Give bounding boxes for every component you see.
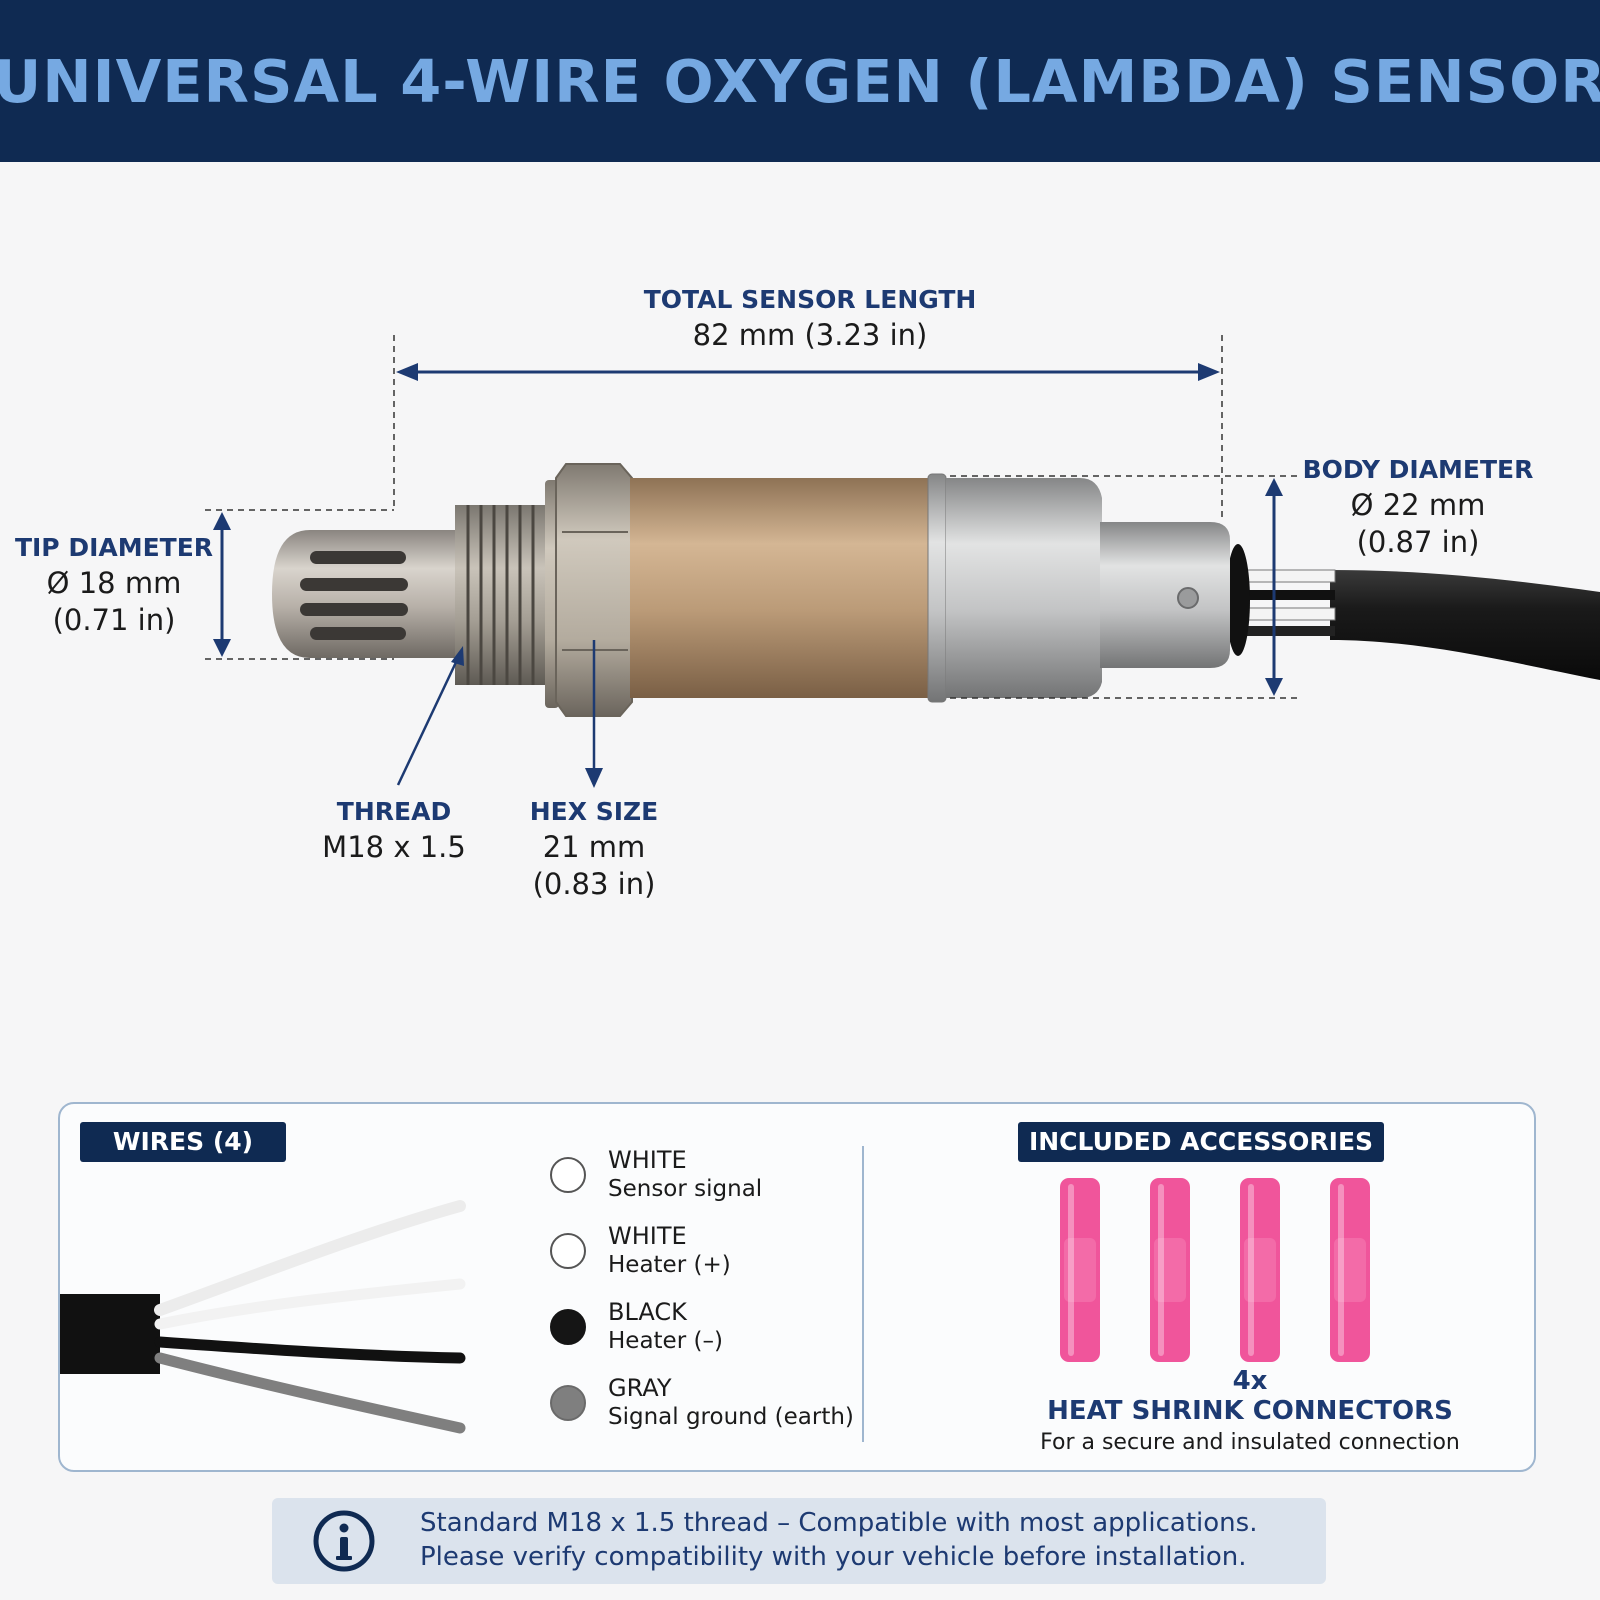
thread-pointer bbox=[396, 657, 460, 786]
wire-row-gray: GRAY Signal ground (earth) bbox=[550, 1374, 854, 1432]
total-length-label: TOTAL SENSOR LENGTH 82 mm (3.23 in) bbox=[600, 284, 1020, 354]
body-diameter-inches: (0.87 in) bbox=[1356, 525, 1480, 560]
wire-color-name: WHITE bbox=[608, 1146, 687, 1174]
total-length-caption: TOTAL SENSOR LENGTH bbox=[643, 285, 977, 314]
thread-label: THREAD M18 x 1.5 bbox=[314, 796, 474, 866]
wire-color-name: GRAY bbox=[608, 1374, 672, 1402]
hex-size-label: HEX SIZE 21 mm (0.83 in) bbox=[514, 796, 674, 904]
accessory-name: HEAT SHRINK CONNECTORS bbox=[1047, 1396, 1453, 1426]
notice-line-1: Standard M18 x 1.5 thread – Compatible w… bbox=[420, 1508, 1258, 1538]
hex-size-inches: (0.83 in) bbox=[532, 867, 656, 902]
heat-shrink-connectors-illustration bbox=[1060, 1178, 1370, 1362]
exposed-wire-dark bbox=[1235, 626, 1335, 636]
thread-value: M18 x 1.5 bbox=[322, 829, 466, 864]
wire-function: Signal ground (earth) bbox=[608, 1404, 854, 1430]
wire-row-white-signal: WHITE Sensor signal bbox=[550, 1146, 762, 1204]
hex-size-value: 21 mm bbox=[542, 829, 646, 864]
info-panel: WIRES (4) WHITE Sensor signal WHITE Heat… bbox=[58, 1102, 1536, 1472]
wire-swatch bbox=[550, 1233, 586, 1269]
sensor-shell bbox=[946, 478, 1102, 698]
wire-function: Sensor signal bbox=[608, 1176, 763, 1202]
wire-swatch bbox=[550, 1157, 586, 1193]
connector-icon bbox=[1060, 1178, 1100, 1362]
wire-row-white-heater: WHITE Heater (+) bbox=[550, 1222, 731, 1280]
body-diameter-label: BODY DIAMETER Ø 22 mm (0.87 in) bbox=[1300, 454, 1536, 562]
sensor-illustration bbox=[205, 335, 1600, 788]
thread-caption: THREAD bbox=[336, 797, 452, 826]
accessory-count: 4x bbox=[1232, 1366, 1268, 1396]
wire-white-2 bbox=[154, 1278, 466, 1330]
sensor-cable bbox=[1330, 570, 1600, 680]
accessories-heading: INCLUDED ACCESSORIES bbox=[1018, 1122, 1384, 1162]
tip-slot bbox=[310, 551, 406, 564]
grommet bbox=[1226, 544, 1250, 656]
wire-color-name: BLACK bbox=[608, 1298, 687, 1326]
wire-white-1 bbox=[154, 1200, 466, 1316]
exposed-wire-white bbox=[1234, 569, 1336, 583]
body-collar bbox=[927, 473, 947, 703]
tip-diameter-value: Ø 18 mm bbox=[46, 565, 182, 600]
tip-diameter-caption: TIP DIAMETER bbox=[14, 533, 214, 562]
wire-row-black: BLACK Heater (–) bbox=[550, 1298, 723, 1356]
info-icon bbox=[313, 1510, 375, 1572]
sensor-thread bbox=[455, 505, 555, 685]
wire-function: Heater (+) bbox=[608, 1252, 731, 1278]
wire-bundle-sheath bbox=[60, 1294, 160, 1374]
compatibility-notice: Standard M18 x 1.5 thread – Compatible w… bbox=[272, 1498, 1326, 1584]
wires-illustration bbox=[60, 1200, 466, 1434]
tip-slot bbox=[310, 627, 406, 640]
wire-black bbox=[154, 1336, 466, 1364]
accessory-description: For a secure and insulated connection bbox=[1040, 1430, 1460, 1455]
sensor-body bbox=[630, 478, 932, 698]
wires-heading: WIRES (4) bbox=[80, 1122, 286, 1162]
thread-ridges bbox=[466, 505, 535, 685]
connector-icon bbox=[1330, 1178, 1370, 1362]
wire-swatch bbox=[550, 1385, 586, 1421]
sensor-diagram bbox=[0, 162, 1600, 1062]
hex-size-caption: HEX SIZE bbox=[529, 797, 659, 826]
exposed-wire-white-2 bbox=[1234, 607, 1336, 621]
tip-diameter-label: TIP DIAMETER Ø 18 mm (0.71 in) bbox=[14, 532, 214, 640]
notice-line-2: Please verify compatibility with your ve… bbox=[420, 1542, 1247, 1572]
tip-slot bbox=[300, 578, 408, 591]
exposed-wire-black bbox=[1235, 590, 1335, 600]
panel-divider bbox=[862, 1146, 864, 1442]
header-banner: UNIVERSAL 4-WIRE OXYGEN (LAMBDA) SENSOR bbox=[0, 0, 1600, 162]
connector-icon bbox=[1240, 1178, 1280, 1362]
page-title: UNIVERSAL 4-WIRE OXYGEN (LAMBDA) SENSOR bbox=[0, 46, 1600, 116]
sensor-hex bbox=[555, 463, 633, 717]
total-length-value: 82 mm (3.23 in) bbox=[692, 317, 928, 352]
wire-swatch bbox=[550, 1309, 586, 1345]
body-diameter-value: Ø 22 mm bbox=[1350, 487, 1486, 522]
wire-color-name: WHITE bbox=[608, 1222, 687, 1250]
wire-gray bbox=[154, 1352, 466, 1434]
tip-slot bbox=[300, 603, 408, 616]
body-diameter-caption: BODY DIAMETER bbox=[1302, 455, 1534, 484]
wire-function: Heater (–) bbox=[608, 1328, 723, 1354]
tip-diameter-inches: (0.71 in) bbox=[52, 603, 176, 638]
sensor-crimp bbox=[1100, 522, 1230, 668]
connector-icon bbox=[1150, 1178, 1190, 1362]
